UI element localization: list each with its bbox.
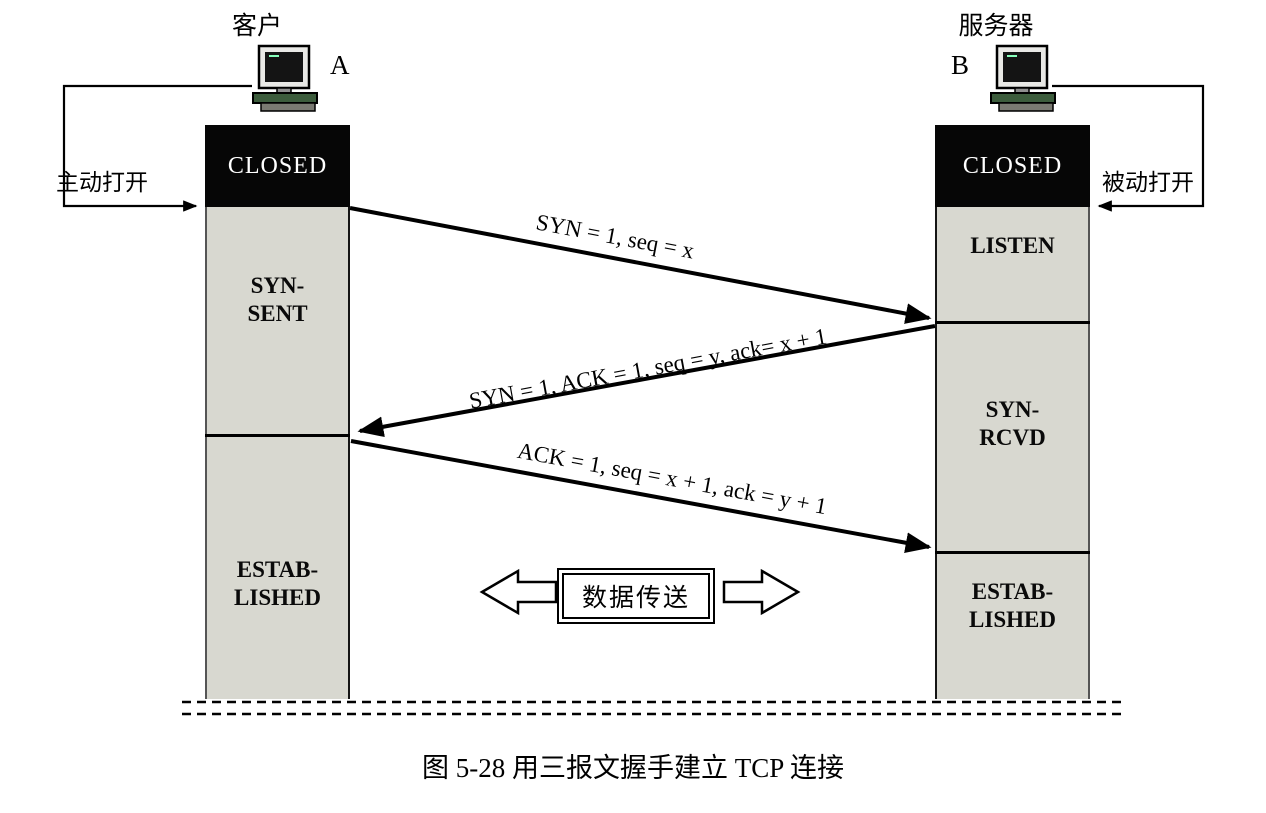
server-role-label: 服务器 (958, 13, 1034, 40)
state-line: LISHED (969, 607, 1056, 633)
data-transfer-label: 数据传送 (562, 573, 711, 619)
data-transfer-right-block-arrow (722, 568, 801, 616)
syn-message-label: SYN = 1, seq = x (534, 209, 697, 264)
client-established-state: ESTAB- LISHED (205, 556, 350, 612)
state-line: RCVD (979, 425, 1046, 451)
state-line: SENT (247, 301, 308, 327)
active-open-label: 主动打开 (56, 170, 148, 195)
client-state-column (205, 207, 350, 699)
server-closed-label: CLOSED (962, 152, 1063, 179)
server-state-divider-1 (935, 321, 1090, 324)
server-syn-rcvd-state: SYN- RCVD (935, 396, 1090, 452)
data-transfer-box: 数据传送 (557, 568, 716, 624)
server-state-divider-2 (935, 551, 1090, 554)
syn-arrow (349, 206, 932, 324)
client-role-label: 客户 (231, 13, 282, 40)
client-syn-sent-state: SYN- SENT (205, 272, 350, 328)
data-transfer-left-block-arrow (479, 568, 558, 616)
ack-arrow (350, 439, 932, 554)
server-established-state: ESTAB- LISHED (935, 578, 1090, 634)
state-line: LISHED (234, 585, 321, 611)
client-closed-state-box: CLOSED (205, 125, 350, 207)
server-host-letter: B (951, 50, 970, 80)
passive-open-label: 被动打开 (1102, 170, 1194, 195)
figure-caption: 图 5-28 用三报文握手建立 TCP 连接 (421, 753, 844, 783)
client-closed-label: CLOSED (227, 152, 328, 179)
client-computer-icon (246, 44, 326, 120)
ack-message-label: ACK = 1, seq = x + 1, ack = y + 1 (515, 437, 829, 520)
state-line: ESTAB- (971, 579, 1054, 604)
client-state-divider (205, 434, 350, 437)
state-line: ESTAB- (236, 557, 319, 582)
server-closed-state-box: CLOSED (935, 125, 1090, 207)
server-computer-icon (984, 44, 1064, 120)
state-line: SYN- (250, 273, 305, 298)
client-host-letter: A (330, 50, 350, 80)
syn-ack-message-label: SYN = 1, ACK = 1, seq = y, ack= x + 1 (467, 323, 829, 414)
server-state-column (935, 207, 1090, 699)
server-listen-state: LISTEN (970, 233, 1055, 258)
state-line: SYN- (985, 397, 1040, 422)
